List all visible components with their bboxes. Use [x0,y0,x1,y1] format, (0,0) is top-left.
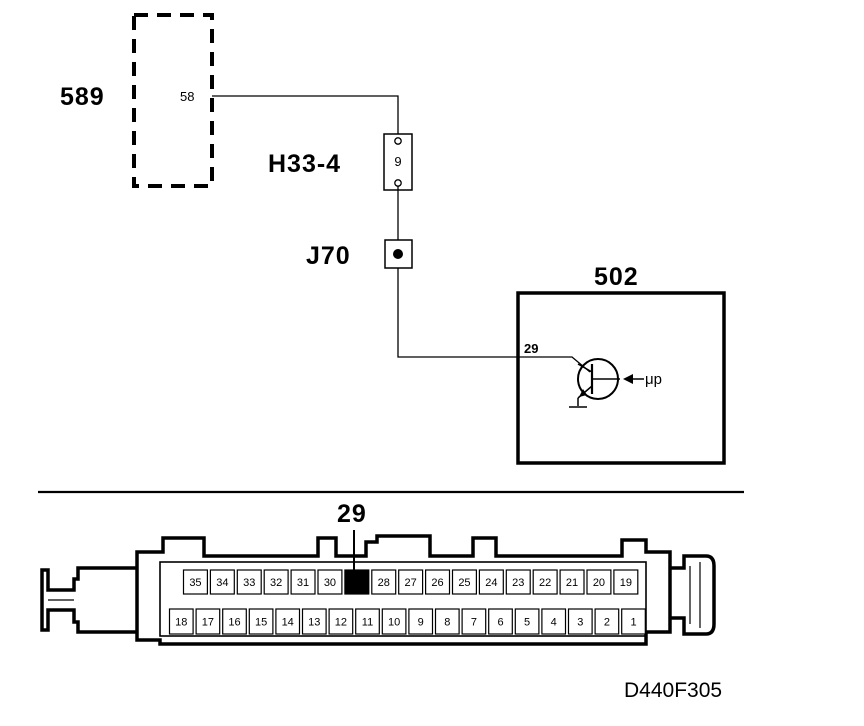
connector-pin-cell: 18 [168,608,194,635]
connector-pin-cell: 19 [613,569,639,595]
connector-pin-number: 33 [243,577,255,589]
connector-pin-cell: 33 [236,569,262,595]
h33-upper-contact [394,137,402,145]
connector-pin-number: 16 [228,617,240,629]
connector-pin-number: 19 [620,577,632,589]
connector-pin-cell: 22 [532,569,558,595]
connector-top-row: 35 34 33 32 31 30 28 27 26 25 24 23 22 21 20 19 [182,569,639,595]
connector-pin-number: 20 [593,577,605,589]
connector-pin-cell: 7 [461,608,487,635]
h33-pin-label: 9 [394,154,401,169]
connector-pin-number: 2 [604,617,610,629]
connector-pin-field [159,561,647,637]
connector-pin-number: 21 [566,577,578,589]
connector-pin-number: 18 [175,617,187,629]
connector-pin-number: 15 [255,617,267,629]
connector-pin-number: 34 [216,577,228,589]
connector-pin-cell: 6 [488,608,513,635]
connector-pin-number: 7 [471,617,477,629]
connector-pin-cell: 11 [355,608,380,635]
drawing-code: D440F305 [624,679,722,702]
connector-pin-number: 24 [485,577,497,589]
connector-pin-cell: 10 [381,608,407,635]
connector-pin-cell: 34 [209,569,235,595]
connector-pin-number: 10 [388,617,400,629]
highlight-pin-callout: 29 [337,500,367,528]
connector-pin-cell: 24 [478,569,504,595]
connector-pin-cell: 32 [263,569,289,595]
transistor-icon [577,358,620,406]
wire-589-to-h33 [212,95,399,137]
connector-pin-number: 5 [524,617,530,629]
connector-pin-cell: 5 [514,608,540,635]
connector-pin-cell: 27 [398,569,424,595]
h33-label: H33-4 [268,150,341,178]
module-589: 589 58 [60,13,214,188]
connector-pin-cell: 21 [559,569,585,595]
connector-h33-4: 9 H33-4 [268,133,413,191]
arrow-left-icon [623,374,644,384]
connector-pin-number: 22 [539,577,551,589]
connector-pin-cell: 23 [505,569,531,595]
connector-pin-cell: 17 [195,608,221,635]
connector-pin-number: 11 [362,617,373,629]
connector-pin-number: 4 [551,617,557,629]
connector-pin-cell: 28 [371,569,397,595]
connector-pin-number: 23 [512,577,524,589]
connector-pin-number: 12 [335,617,347,629]
connector-pin-cell: 13 [301,608,327,635]
connector-pin-number: 27 [405,577,417,589]
connector-pin-number: 17 [202,617,214,629]
module-589-pin-label: 58 [180,89,194,104]
connector-pin-number: 32 [270,577,282,589]
connector-pin-cell: 35 [182,569,208,595]
connector-pin-number: 6 [497,617,503,629]
connector-pin-number: 25 [458,577,470,589]
connector-pin-cell-highlighted [344,569,370,595]
junction-j70: J70 [306,239,413,270]
j70-junction-dot [393,249,403,259]
connector-pin-number: 3 [577,617,583,629]
connector-pin-number: 14 [282,617,294,629]
connector-pin-number: 26 [431,577,443,589]
h33-lower-contact [394,179,402,187]
connector-pin-number: 28 [378,577,390,589]
j70-label: J70 [306,242,351,270]
connector-pin-cell: 2 [594,608,620,635]
module-589-label: 589 [60,83,105,111]
module-502-label: 502 [594,263,639,291]
connector-cap-right [670,554,716,636]
module-502: 502 29 μp [516,263,726,465]
connector-pin-cell: 4 [541,608,567,635]
connector-pin-number: 8 [444,617,450,629]
connector-pin-cell: 20 [586,569,612,595]
connector-pin-cell: 3 [567,608,593,635]
connector-pin-cell: 8 [434,608,460,635]
connector-pin-cell: 31 [290,569,316,595]
connector-pin-number: 31 [297,577,309,589]
connector-pin-cell: 12 [328,608,354,635]
connector-pin-cell: 16 [222,608,247,635]
connector-pin-cell: 1 [621,608,646,635]
connector-pin-cell: 25 [451,569,477,595]
connector-latch-left [40,566,137,634]
connector-pin-number: 13 [308,617,320,629]
module-502-signal-label: μp [645,371,662,388]
connector-pin-cell: 30 [317,569,343,595]
connector-pin-number: 30 [324,577,336,589]
connector-pin-cell: 14 [275,608,301,635]
connector-pin-number: 1 [630,617,636,629]
module-502-pin-label: 29 [524,341,538,356]
connector-pin-cell: 9 [408,608,434,635]
connector-bottom-row: 18 17 16 15 14 13 12 11 10 9 8 7 6 5 4 3 2 1 [168,608,646,635]
connector-pin-cell: 26 [425,569,451,595]
connector-pin-number: 9 [418,617,424,629]
connector-pin-cell: 15 [248,608,274,635]
wire-j70-to-502 [397,268,591,373]
connector-pin-number: 35 [189,577,201,589]
